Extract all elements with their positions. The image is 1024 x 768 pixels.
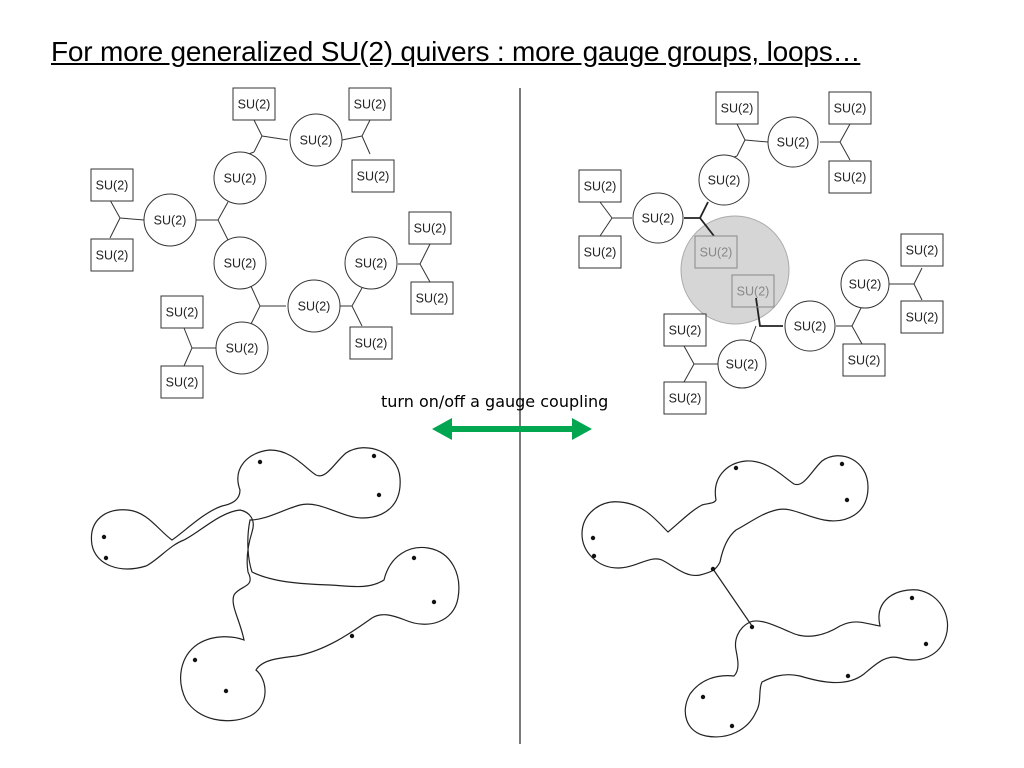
- gauge-node: SU(2): [215, 321, 269, 375]
- gauge-node: SU(2): [717, 339, 767, 389]
- gauge-node-label: SU(2): [298, 300, 331, 314]
- left-curve-punctures: [101, 453, 437, 694]
- gauge-node: SU(2): [213, 236, 267, 290]
- left-spectral-curve: [90, 447, 460, 722]
- gauge-node: SU(2): [632, 192, 684, 244]
- decoupled-flavor-node: SU(2): [731, 274, 775, 308]
- flavor-node-label: SU(2): [357, 170, 390, 184]
- gauge-node-label: SU(2): [708, 174, 741, 188]
- flavor-node: SU(2): [828, 91, 872, 125]
- flavor-node-label: SU(2): [906, 311, 939, 325]
- gauge-node-label: SU(2): [300, 134, 333, 148]
- flavor-node-label: SU(2): [96, 249, 129, 263]
- flavor-node-label: SU(2): [166, 376, 199, 390]
- right-curve-punctures: [590, 461, 929, 729]
- flavor-node: SU(2): [351, 159, 395, 193]
- flavor-node: SU(2): [578, 235, 622, 269]
- flavor-node-label: SU(2): [737, 285, 770, 299]
- flavor-node: SU(2): [160, 365, 204, 399]
- flavor-node-label: SU(2): [906, 244, 939, 258]
- flavor-node-label: SU(2): [416, 292, 449, 306]
- gauge-node-label: SU(2): [154, 214, 187, 228]
- flavor-node: SU(2): [232, 87, 276, 121]
- flavor-node-label: SU(2): [669, 392, 702, 406]
- gauge-node-label: SU(2): [355, 257, 388, 271]
- gauge-node-label: SU(2): [224, 257, 257, 271]
- gauge-node-label: SU(2): [226, 342, 259, 356]
- flavor-node: SU(2): [349, 326, 393, 360]
- decoupled-node-highlight: [680, 215, 790, 325]
- decoupled-flavor-node: SU(2): [694, 235, 738, 269]
- flavor-node: SU(2): [410, 281, 454, 315]
- right-spectral-curve-upper: [581, 455, 869, 577]
- flavor-node: SU(2): [663, 381, 707, 415]
- gauge-node: SU(2): [840, 259, 890, 309]
- gauge-node-label: SU(2): [726, 358, 759, 372]
- coupling-caption: turn on/off a gauge coupling: [381, 392, 609, 411]
- flavor-node-label: SU(2): [834, 171, 867, 185]
- gauge-node-label: SU(2): [777, 136, 810, 150]
- flavor-node-label: SU(2): [584, 246, 617, 260]
- left-quiver-edges: [109, 119, 431, 367]
- coupling-tube: [712, 568, 753, 627]
- right-quiver-nodes: SU(2) SU(2) SU(2) SU(2) SU(2) SU(2) SU(2) SU(2)…: [578, 91, 944, 415]
- flavor-node-label: SU(2): [834, 102, 867, 116]
- right-spectral-curve-lower: [684, 589, 949, 738]
- gauge-node: SU(2): [287, 279, 341, 333]
- flavor-node-label: SU(2): [848, 354, 881, 368]
- gauge-node: SU(2): [289, 113, 343, 167]
- flavor-node: SU(2): [90, 168, 134, 202]
- flavor-node-label: SU(2): [584, 180, 617, 194]
- gauge-node-label: SU(2): [794, 320, 827, 334]
- flavor-node: SU(2): [663, 313, 707, 347]
- flavor-node-label: SU(2): [700, 246, 733, 260]
- gauge-node: SU(2): [698, 154, 750, 206]
- flavor-node-label: SU(2): [721, 102, 754, 116]
- flavor-node: SU(2): [715, 91, 759, 125]
- toggle-coupling-arrow: [432, 418, 592, 440]
- gauge-node: SU(2): [767, 116, 819, 168]
- flavor-node-label: SU(2): [96, 179, 129, 193]
- flavor-node: SU(2): [900, 233, 944, 267]
- gauge-node: SU(2): [213, 151, 267, 205]
- slide-title: For more generalized SU(2) quivers : mor…: [51, 36, 861, 67]
- flavor-node: SU(2): [160, 295, 204, 329]
- flavor-node: SU(2): [828, 160, 872, 194]
- gauge-node-label: SU(2): [224, 172, 257, 186]
- flavor-node: SU(2): [408, 211, 452, 245]
- gauge-node-label: SU(2): [642, 212, 675, 226]
- flavor-node: SU(2): [842, 343, 886, 377]
- flavor-node: SU(2): [900, 300, 944, 334]
- flavor-node: SU(2): [90, 238, 134, 272]
- gauge-node: SU(2): [784, 300, 836, 352]
- gauge-node: SU(2): [344, 236, 398, 290]
- flavor-node-label: SU(2): [354, 98, 387, 112]
- flavor-node-label: SU(2): [669, 324, 702, 338]
- gauge-node-label: SU(2): [849, 278, 882, 292]
- flavor-node: SU(2): [578, 169, 622, 203]
- flavor-node-label: SU(2): [238, 98, 271, 112]
- gauge-node: SU(2): [143, 193, 197, 247]
- flavor-node-label: SU(2): [166, 306, 199, 320]
- flavor-node-label: SU(2): [355, 337, 388, 351]
- left-quiver-nodes: SU(2) SU(2) SU(2) SU(2) SU(2) SU(2) SU(2) SU(2)…: [90, 87, 454, 399]
- flavor-node: SU(2): [348, 87, 392, 121]
- flavor-node-label: SU(2): [414, 222, 447, 236]
